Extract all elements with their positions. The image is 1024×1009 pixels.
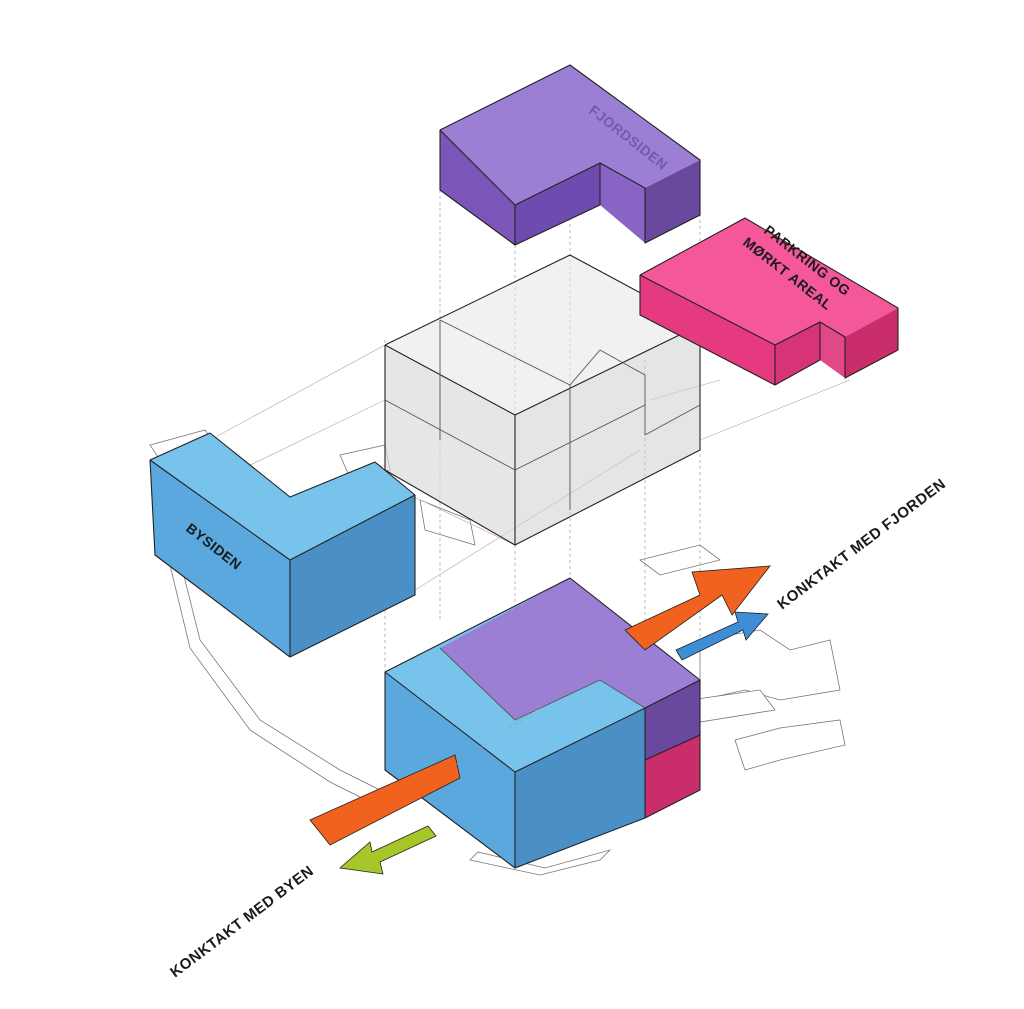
wireframe-volume xyxy=(384,254,701,546)
kontakt-byen-label: KONKTAKT MED BYEN xyxy=(167,862,317,981)
fjordsiden-block: FJORDSIDEN xyxy=(439,64,701,246)
kontakt-fjorden-label: KONKTAKT MED FJORDEN xyxy=(774,475,949,613)
combined-base-block xyxy=(384,577,701,869)
green-arrow xyxy=(339,825,437,875)
blue-arrow xyxy=(675,611,769,661)
bysiden-block: BYSIDEN xyxy=(149,432,416,658)
orange-arrow xyxy=(309,565,771,846)
